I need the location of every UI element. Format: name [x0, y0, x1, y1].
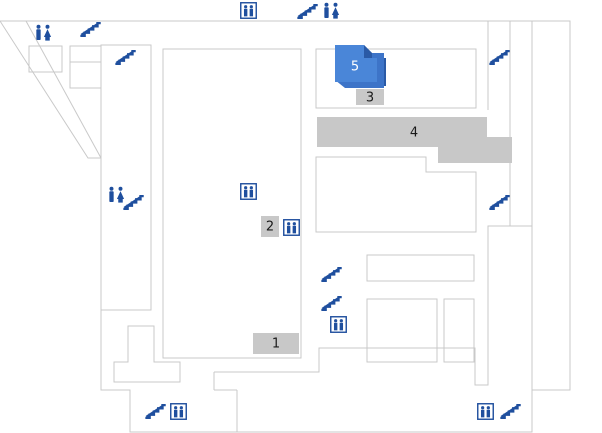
stairs-icon[interactable] [79, 22, 101, 37]
elevator-icon[interactable] [477, 403, 494, 420]
stairs-icon[interactable] [499, 404, 521, 419]
elevator-icon[interactable] [170, 403, 187, 420]
elevator-icon[interactable] [330, 316, 347, 333]
stairs-icon[interactable] [320, 296, 342, 311]
stairs-icon[interactable] [488, 195, 510, 210]
zone-1-label: 1 [272, 337, 280, 352]
zone-1[interactable]: 1 [253, 333, 299, 354]
stairs-icon[interactable] [296, 4, 318, 19]
zone-3-label: 3 [366, 91, 374, 106]
stairs-icon[interactable] [122, 195, 144, 210]
zone-2-label: 2 [266, 220, 274, 235]
zone-4[interactable]: 4 [317, 117, 512, 163]
elevator-icon[interactable] [240, 2, 257, 19]
zone-3[interactable]: 3 [356, 89, 384, 106]
zone-5-selected[interactable]: 5 [335, 45, 386, 88]
elevator-icon[interactable] [240, 183, 257, 200]
zone-5-label: 5 [351, 60, 359, 75]
stairs-icon[interactable] [144, 404, 166, 419]
building-walls [0, 20, 571, 433]
toilet-icon[interactable] [109, 186, 125, 203]
elevator-icon[interactable] [283, 219, 300, 236]
stairs-icon[interactable] [488, 50, 510, 65]
stairs-icon[interactable] [320, 267, 342, 282]
toilet-icon[interactable] [36, 24, 52, 41]
zone-4-label: 4 [410, 126, 418, 141]
stairs-icon[interactable] [114, 50, 136, 65]
toilet-icon[interactable] [324, 2, 340, 19]
zone-2[interactable]: 2 [261, 216, 279, 237]
